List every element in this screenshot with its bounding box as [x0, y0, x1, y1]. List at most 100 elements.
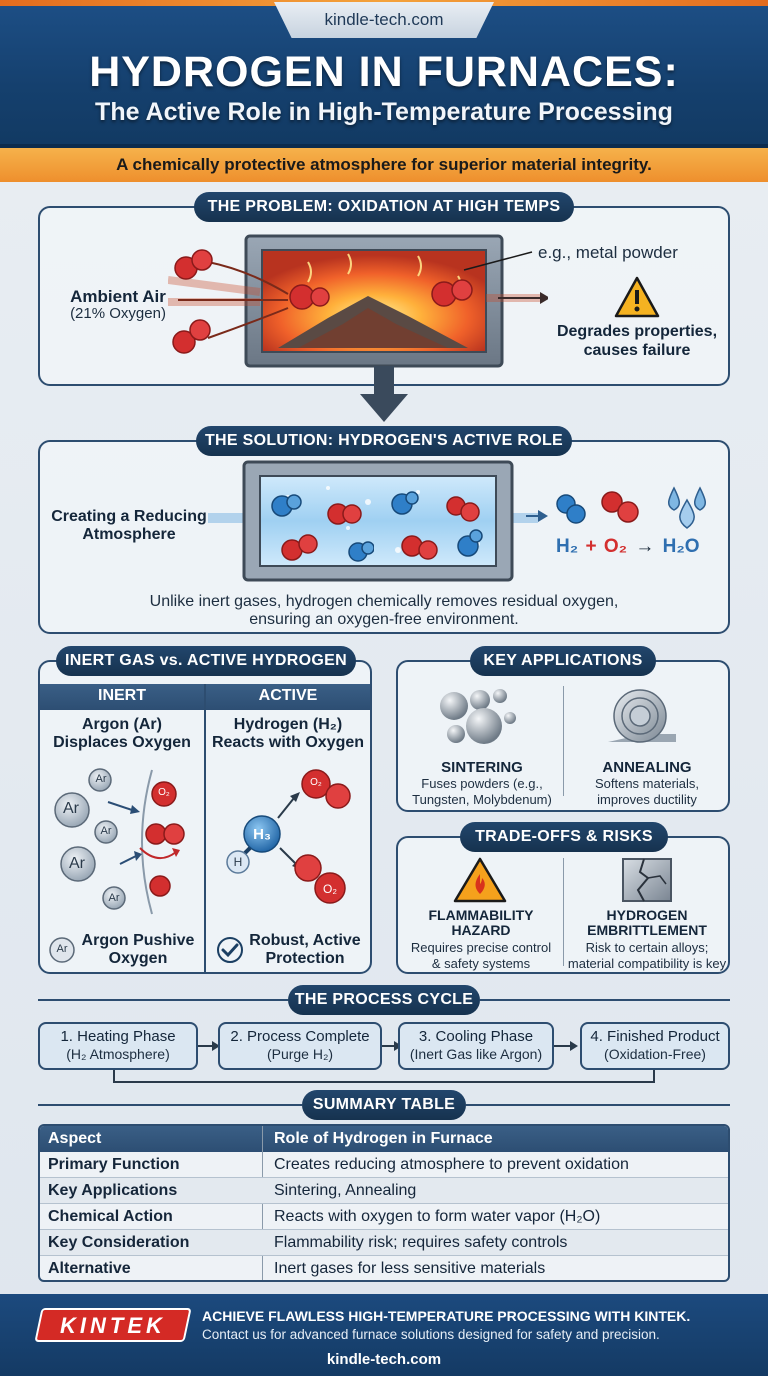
process-step-3-title: 3. Cooling Phase [418, 1028, 534, 1045]
argon-atom-label: Ar [100, 825, 112, 837]
oxygen-molecule-icon [601, 491, 639, 523]
solution-furnace-illustration [208, 460, 548, 582]
footer-subtext: Contact us for advanced furnace solution… [202, 1327, 660, 1342]
reducing-atmosphere-label-2: Atmosphere [82, 526, 176, 543]
oxygen-molecule-icon [281, 534, 318, 561]
hydrogen-molecule-icon [348, 541, 374, 562]
table-cell-aspect: Chemical Action [48, 1208, 173, 1225]
oxygen-molecule-icon [401, 535, 438, 560]
equation-arrow: → [635, 536, 655, 557]
footer-headline: ACHIEVE FLAWLESS HIGH-TEMPERATURE PROCES… [202, 1308, 691, 1324]
hydrogen-molecule-icon [271, 494, 302, 517]
oxygen-atom-label: O₂ [310, 777, 322, 788]
footer-site-link[interactable]: kindle-tech.com [326, 1351, 442, 1368]
sintering-powder-icon [440, 689, 516, 744]
problem-furnace-illustration [168, 234, 548, 368]
hydrogen-molecule-icon [391, 491, 419, 515]
summary-col-role-header: Role of Hydrogen in Furnace [274, 1130, 493, 1147]
process-step-4-detail: (Oxidation-Free) [604, 1046, 706, 1062]
flammability-title-line1: FLAMMABILITY [428, 907, 534, 923]
solution-description-line2: ensuring an oxygen-free environment. [249, 611, 519, 628]
table-cell-aspect: Key Applications [48, 1182, 178, 1199]
sintering-desc-line1: Fuses powders (e.g., [421, 776, 543, 791]
inert-footer-line1: Argon Pushive [81, 932, 195, 949]
equation-plus: + [585, 536, 597, 557]
risks-divider [563, 858, 564, 966]
annealing-coil-icon [608, 689, 676, 743]
table-cell-role: Flammability risk; requires safety contr… [274, 1234, 568, 1251]
process-heading: THE PROCESS CYCLE [288, 985, 480, 1015]
applications-divider [563, 686, 564, 796]
process-step-3-detail: (Inert Gas like Argon) [409, 1046, 543, 1062]
process-step-4 [580, 1022, 730, 1070]
argon-icon [49, 937, 75, 963]
table-cell-role: Reacts with oxygen to form water vapor (… [274, 1208, 601, 1225]
kintek-logo-text: KINTEK [60, 1313, 166, 1338]
inert-title-line1: Argon (Ar) [82, 716, 162, 733]
flame-warning-icon [453, 857, 507, 903]
ambient-air-sublabel: (21% Oxygen) [70, 305, 166, 322]
table-cell-aspect: Primary Function [48, 1156, 180, 1173]
reaction-equation: H₂ + O₂ → H₂O [556, 536, 726, 558]
ambient-air-label: Ambient Air [70, 287, 166, 306]
argon-atom-label: Ar [95, 773, 107, 785]
argon-displacement-illustration [54, 768, 185, 915]
summary-heading: SUMMARY TABLE [302, 1090, 466, 1120]
oxygen-molecule-icon [289, 284, 330, 310]
active-title-line2: Reacts with Oxygen [211, 734, 365, 751]
water-droplet-icon [668, 486, 706, 529]
sample-label: e.g., metal powder [538, 243, 678, 262]
table-cell-aspect: Key Consideration [48, 1234, 190, 1251]
argon-icon-label: Ar [56, 943, 68, 955]
inert-title-line2: Displaces Oxygen [53, 734, 191, 751]
equation-h2: H₂ [556, 536, 579, 557]
active-footer-line1: Robust, Active [249, 932, 361, 949]
summary-col-aspect-header: Aspect [48, 1130, 102, 1147]
problem-effect-line2: causes failure [583, 342, 691, 359]
hydrogen-reaction-illustration [226, 769, 351, 904]
page-title: HYDROGEN IN FURNACES: [89, 48, 679, 96]
solution-heading: THE SOLUTION: HYDROGEN'S ACTIVE ROLE [196, 426, 572, 456]
equation-h2o: H₂O [662, 536, 700, 557]
warning-icon [614, 276, 660, 318]
summary-table: Aspect Role of Hydrogen in Furnace Prima… [38, 1124, 730, 1282]
table-cell-role: Inert gases for less sensitive materials [274, 1260, 546, 1277]
oxygen-atom-label: O₂ [323, 882, 337, 896]
process-step-1 [38, 1022, 198, 1070]
summary-rule-left [38, 1104, 302, 1106]
active-footer-line2: Protection [265, 950, 345, 967]
risks-heading: TRADE-OFFS & RISKS [460, 822, 668, 852]
process-step-2-title: 2. Process Complete [230, 1028, 370, 1045]
argon-atom-label: Ar [108, 892, 120, 904]
table-row [40, 1230, 728, 1256]
site-url-tab[interactable]: kindle-tech.com [274, 2, 494, 38]
flow-down-arrow-icon [360, 366, 408, 422]
table-row [40, 1152, 728, 1178]
annealing-desc-line2: improves ductility [597, 792, 697, 807]
process-step-3 [398, 1022, 554, 1070]
equation-o2: O₂ [603, 536, 628, 557]
oxygen-molecule-icon [327, 503, 362, 525]
table-row [40, 1204, 728, 1230]
applications-heading: KEY APPLICATIONS [470, 646, 656, 676]
process-rule-left [38, 999, 288, 1001]
solution-description-line1: Unlike inert gases, hydrogen chemically … [149, 593, 619, 610]
summary-table-header [40, 1126, 728, 1152]
embrittlement-title-line2: EMBRITTLEMENT [587, 922, 707, 938]
sintering-desc-line2: Tungsten, Molybdenum) [412, 792, 552, 807]
hydrogen-molecule-icon [556, 494, 586, 524]
embrittlement-title-line1: HYDROGEN [606, 907, 688, 923]
process-step-2-detail: (Purge H₂) [266, 1046, 334, 1062]
table-cell-role: Creates reducing atmosphere to prevent o… [274, 1156, 629, 1173]
compare-divider [204, 684, 206, 972]
sintering-title: SINTERING [441, 759, 523, 776]
flammability-desc-line1: Requires precise control [410, 940, 552, 955]
embrittlement-desc-line1: Risk to certain alloys; [585, 940, 709, 955]
hydrogen-molecule-icon [457, 529, 483, 557]
annealing-title: ANNEALING [602, 759, 692, 776]
annealing-desc-line1: Softens materials, [594, 776, 700, 791]
problem-heading: THE PROBLEM: OXIDATION AT HIGH TEMPS [194, 192, 574, 222]
argon-atom-label: Ar [69, 855, 85, 872]
inert-footer-line2: Oxygen [108, 950, 168, 967]
hydrogen-atom-label: H₃ [253, 826, 271, 843]
